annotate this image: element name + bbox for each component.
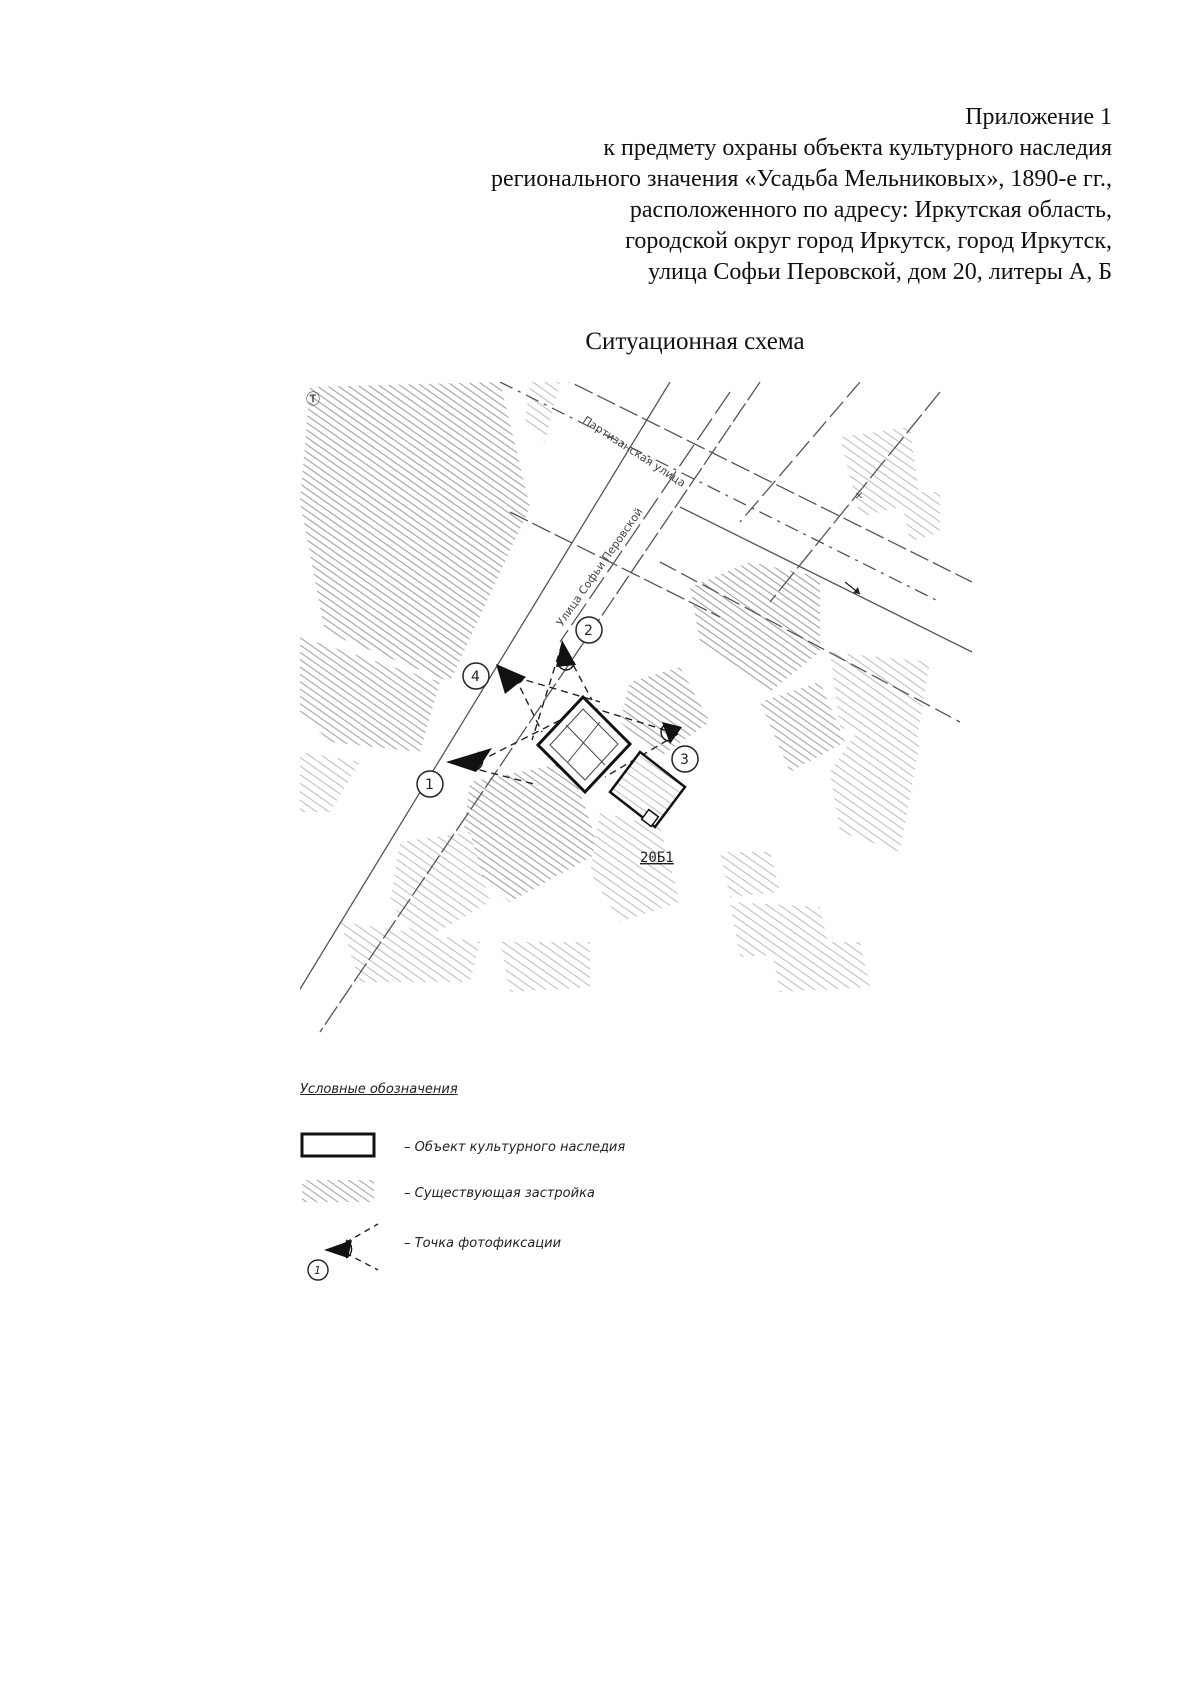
- heritage-object-annex: [608, 750, 687, 829]
- header-line: улица Софьи Перовской, дом 20, литеры А,…: [648, 259, 1112, 285]
- map-legend: Условные обозначения – Объект культурног…: [300, 1082, 800, 1282]
- street-label-perovskoy: Улица Софьи Перовской: [554, 505, 646, 628]
- legend-item-heritage-object: – Объект культурного наследия: [300, 1130, 800, 1170]
- arrow-head: [853, 587, 860, 594]
- existing-buildings: [300, 382, 940, 992]
- header-line: к предмету охраны объекта культурного на…: [603, 135, 1112, 161]
- legend-point-number: 1: [314, 1264, 321, 1277]
- legend-title: Условные обозначения: [300, 1082, 458, 1097]
- page-title: Ситуационная схема: [585, 328, 805, 355]
- photo-point-2: 2: [556, 616, 603, 671]
- photo-point-number: 3: [680, 752, 689, 768]
- street-label-partizanskaya: Партизанская улица: [580, 414, 688, 490]
- header-line: расположенного по адресу: Иркутская обла…: [629, 197, 1112, 223]
- map-cross-mark: ×: [855, 489, 863, 504]
- header-line: городской округ город Иркутск, город Ирк…: [625, 228, 1112, 254]
- situation-map: Партизанская улица Улица Софьи Перовской…: [300, 382, 972, 1034]
- legend-text: – Объект культурного наследия: [404, 1140, 626, 1155]
- photo-point-1: 1: [416, 748, 492, 798]
- heritage-object-main: [535, 694, 633, 795]
- photo-point-3: 3: [660, 722, 699, 773]
- existing-buildings-symbol: [302, 1180, 374, 1202]
- legend-text: – Существующая застройка: [404, 1186, 595, 1201]
- photo-point-4: 4: [462, 662, 526, 694]
- legend-item-existing-buildings: – Существующая застройка: [300, 1176, 800, 1216]
- appendix-header: Приложение 1 к предмету охраны объекта к…: [491, 102, 1112, 288]
- legend-text: – Точка фотофиксации: [404, 1236, 562, 1251]
- street-lines: [300, 382, 972, 1033]
- legend-item-photo-point: 1 – Точка фотофиксации: [300, 1218, 800, 1282]
- photo-point-number: 2: [584, 623, 593, 639]
- heritage-object-symbol: [300, 1132, 376, 1158]
- header-line: регионального значения «Усадьба Мельнико…: [490, 166, 1112, 192]
- building-number-label: 20Б1: [640, 850, 674, 866]
- photo-point-number: 1: [425, 777, 434, 793]
- north-symbol: Ⓣ: [306, 392, 320, 408]
- photo-point-symbol: 1: [307, 1223, 379, 1281]
- map-svg: Партизанская улица Улица Софьи Перовской…: [300, 382, 972, 1033]
- photo-point-number: 4: [471, 669, 480, 685]
- header-line: Приложение 1: [965, 104, 1112, 130]
